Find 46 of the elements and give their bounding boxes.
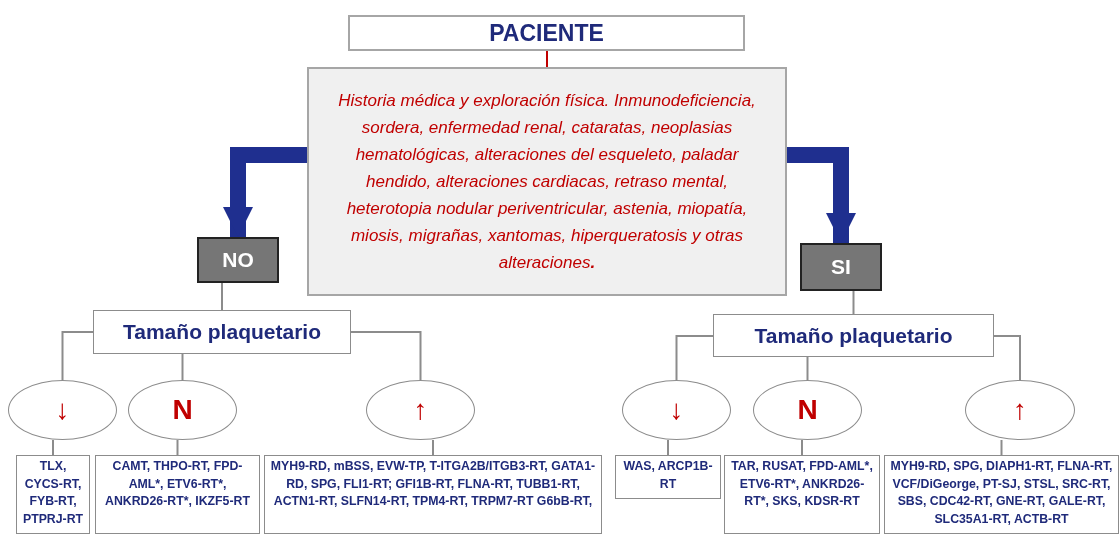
connector-line (667, 439, 669, 456)
connector-line (546, 50, 548, 68)
connector-line (801, 439, 803, 456)
connector-line (806, 356, 809, 381)
disease-list: CAMT, THPO-RT, FPD-AML*, ETV6-RT*, ANKRD26-RT*, IKZF5-RT (100, 458, 255, 511)
criteria-text: Historia médica y exploración física. Inmunodeficiencia, sordera, enfermedad renal, cataratas, neoplasias hematológicas, alteraciones del esqueleto, paladar hendido, alteraciones cardiacas, retraso mental, heterotopia nodular periventricular, astenia, miopatía, miosis, migrañas, xantomas, hiperqueratosis y otras alteraciones. (337, 90, 757, 274)
disease-list-box (264, 455, 602, 534)
connector-line (1000, 439, 1003, 456)
disease-list: WAS, ARCP1B-RT (620, 458, 716, 493)
disease-list-box (724, 455, 880, 534)
connector-line (52, 439, 54, 456)
connector-line (993, 335, 1021, 381)
connector-line (221, 282, 223, 311)
connector-line (350, 331, 422, 381)
disease-list-box (884, 455, 1119, 534)
size-symbol: ↑ (413, 394, 428, 426)
criterion-label: Tamaño plaquetario (754, 323, 953, 348)
answer-label: SI (831, 255, 851, 279)
connector-line (181, 353, 184, 381)
disease-list: MYH9-RD, mBSS, EVW-TP, T-ITGA2B/ITGB3-RT, GATA1-RD, SPG, FLI1-RT; GFI1B-RT, FLNA-RT, TUBB1-RT, ACTN1-RT, SLFN14-RT, TPM4-RT, TRPM7-RT G6bB-RT, (269, 458, 597, 511)
connector-line (176, 439, 179, 456)
criterion-label: Tamaño plaquetario (123, 320, 321, 344)
disease-list: TAR, RUSAT, FPD-AML*, ETV6-RT*, ANKRD26-RT*, SKS, KDSR-RT (729, 458, 875, 511)
bent-arrow (223, 147, 307, 237)
criterion-box (93, 310, 351, 354)
connector-line (61, 331, 94, 381)
size-symbol: ↓ (669, 394, 684, 426)
disease-list-box (615, 455, 721, 499)
connector-line (432, 439, 434, 456)
size-symbol: N (172, 394, 193, 426)
disease-list: MYH9-RD, SPG, DIAPH1-RT, FLNA-RT, VCF/DiGeorge, PT-SJ, STSL, SRC-RT, SBS, CDC42-RT, GNE-RT, GALE-RT, SLC35A1-RT, ACTB-RT (889, 458, 1114, 528)
size-symbol: N (797, 394, 818, 426)
title-box (348, 15, 745, 51)
disease-list-box (16, 455, 90, 534)
size-symbol: ↓ (55, 394, 70, 426)
criteria-box (307, 67, 787, 296)
disease-list: TLX, CYCS-RT, FYB-RT, PTPRJ-RT (21, 458, 85, 528)
connector-line (675, 335, 714, 381)
answer-box (800, 243, 882, 291)
heading: PACIENTE (489, 19, 604, 47)
connector-line (852, 290, 855, 315)
answer-box (197, 237, 279, 283)
criterion-box (713, 314, 994, 357)
answer-label: NO (222, 248, 254, 272)
disease-list-box (95, 455, 260, 534)
size-symbol: ↑ (1013, 394, 1027, 426)
